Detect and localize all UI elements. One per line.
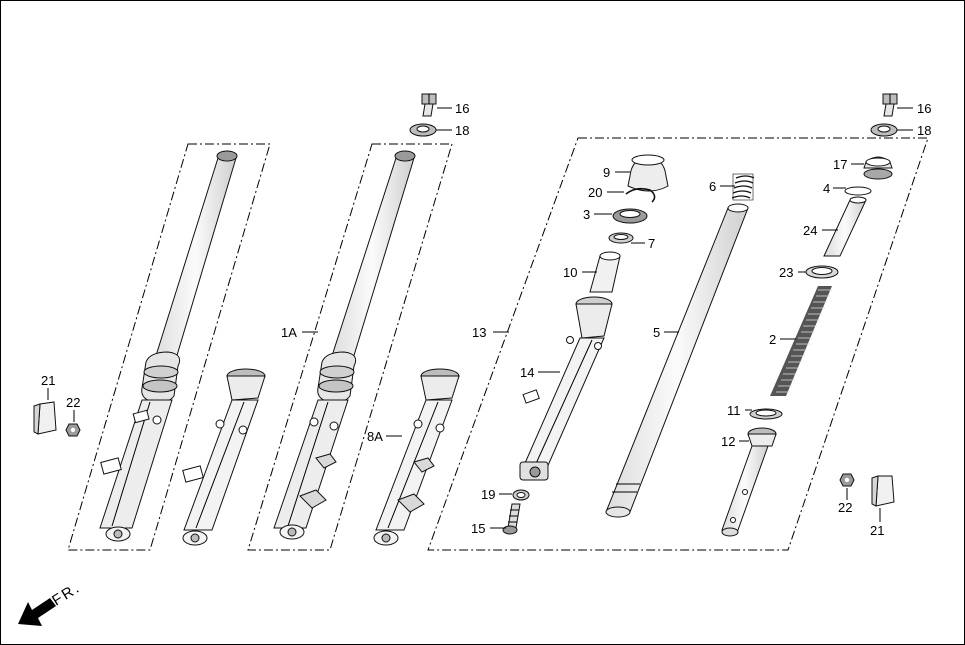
group-box-complete-fork-left xyxy=(67,143,271,551)
nut-22-right xyxy=(839,473,855,487)
callout-19: 19 xyxy=(481,487,495,502)
front-direction-label: FR. xyxy=(49,579,84,609)
front-direction-indicator: FR. xyxy=(18,579,84,626)
callout-20: 20 xyxy=(588,185,602,200)
callout-16-right: 16 xyxy=(917,101,931,116)
washer-18-left xyxy=(409,123,437,137)
callout-4: 4 xyxy=(823,181,830,196)
front-fork-assembly-left xyxy=(99,150,238,542)
bolt-15 xyxy=(502,503,521,535)
oil-seal-3 xyxy=(612,208,648,224)
group-box-1A xyxy=(247,143,453,551)
group-box-13 xyxy=(427,137,929,551)
callout-13: 13 xyxy=(472,325,486,340)
front-fork-assembly-1A xyxy=(273,150,416,540)
bottom-case-8A xyxy=(373,368,460,546)
callout-10: 10 xyxy=(563,265,577,280)
callout-16-left: 16 xyxy=(455,101,469,116)
arrow-down-left-icon xyxy=(18,598,56,626)
bottom-case-left xyxy=(182,368,266,546)
bolt-16-right xyxy=(882,93,898,117)
spacer-pipe-24 xyxy=(823,196,867,257)
washer-7 xyxy=(608,232,634,244)
leader-lines xyxy=(47,107,913,529)
callout-18-left: 18 xyxy=(455,123,469,138)
callout-labels: 16 18 16 18 1A 8A 13 14 9 20 3 7 10 19 1… xyxy=(41,101,931,538)
fork-pipe-5 xyxy=(605,203,749,518)
spring-6 xyxy=(731,173,755,201)
o-ring-4 xyxy=(844,186,872,196)
washer-18-right xyxy=(870,123,898,137)
nut-22-left xyxy=(65,423,81,437)
callout-6: 6 xyxy=(709,179,716,194)
reflector-21-left xyxy=(33,401,57,435)
washer-23 xyxy=(805,265,839,279)
callout-21-left: 21 xyxy=(41,373,55,388)
bushing-10 xyxy=(589,251,621,293)
callout-14: 14 xyxy=(520,365,534,380)
callout-23: 23 xyxy=(779,265,793,280)
callout-1A: 1A xyxy=(281,325,297,340)
cap-17 xyxy=(863,156,893,180)
callout-8A: 8A xyxy=(367,429,383,444)
washer-19 xyxy=(512,489,530,501)
callout-21-right: 21 xyxy=(870,523,884,538)
callout-22-right: 22 xyxy=(838,500,852,515)
callout-15: 15 xyxy=(471,521,485,536)
bottom-case-14 xyxy=(519,296,613,481)
callout-12: 12 xyxy=(721,434,735,449)
oil-seal-cap-9 xyxy=(627,154,669,192)
callout-17: 17 xyxy=(833,157,847,172)
callout-2: 2 xyxy=(769,332,776,347)
snap-ring-20 xyxy=(625,187,656,203)
damper-rod-12 xyxy=(721,427,777,537)
callout-11: 11 xyxy=(727,403,741,418)
callout-9: 9 xyxy=(603,165,610,180)
callout-3: 3 xyxy=(583,207,590,222)
bolt-16-left xyxy=(421,93,437,117)
callout-7: 7 xyxy=(648,236,655,251)
callout-18-right: 18 xyxy=(917,123,931,138)
reflector-21-right xyxy=(871,475,895,507)
piston-ring-11 xyxy=(749,408,783,420)
callout-5: 5 xyxy=(653,325,660,340)
callout-22-left: 22 xyxy=(66,395,80,410)
callout-24: 24 xyxy=(803,223,817,238)
fork-spring-2 xyxy=(770,286,832,396)
